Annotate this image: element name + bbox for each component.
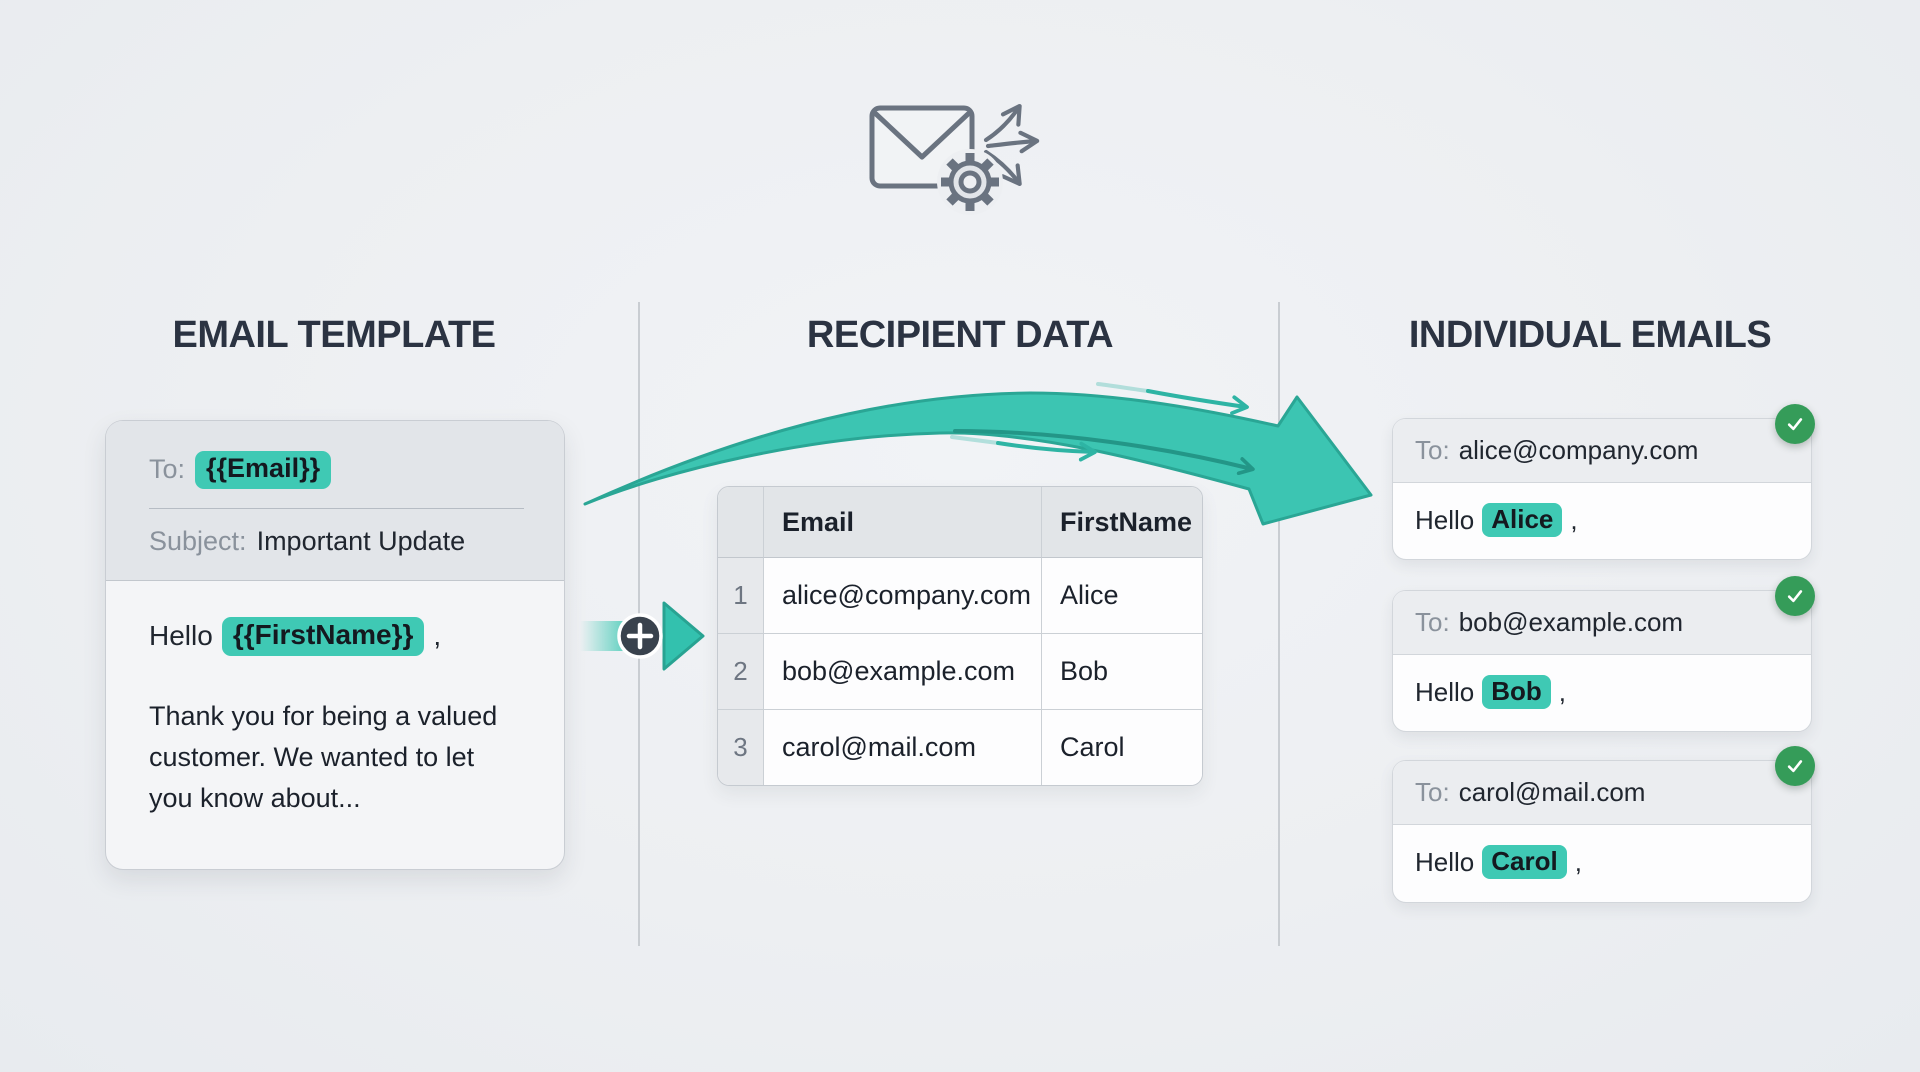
greeting-punctuation: , bbox=[1570, 504, 1578, 535]
greeting-prefix: Hello bbox=[1415, 846, 1475, 877]
cell-firstname: Carol bbox=[1042, 710, 1202, 785]
cell-firstname: Alice bbox=[1042, 558, 1202, 634]
merge-connector bbox=[580, 601, 705, 671]
template-header: To: {{Email}} Subject: Important Update bbox=[106, 421, 564, 581]
email-template-card: To: {{Email}} Subject: Important Update … bbox=[105, 420, 565, 870]
body-line: you know about... bbox=[149, 782, 361, 813]
individual-email-card: To: bob@example.com Hello Bob , bbox=[1392, 576, 1815, 732]
cell-firstname: Bob bbox=[1042, 634, 1202, 710]
individual-email-card: To: alice@company.com Hello Alice , bbox=[1392, 404, 1815, 560]
cell-email: alice@company.com bbox=[764, 558, 1042, 634]
check-circle-icon bbox=[1775, 576, 1815, 616]
to-address: bob@example.com bbox=[1458, 607, 1684, 637]
email-variable-chip: {{Email}} bbox=[195, 451, 332, 489]
to-label: To: bbox=[1415, 777, 1450, 807]
section-divider-right bbox=[1278, 302, 1280, 946]
send-email-icon bbox=[869, 103, 1040, 215]
plus-glyph bbox=[626, 622, 654, 650]
cell-email: bob@example.com bbox=[764, 634, 1042, 710]
row-number: 1 bbox=[718, 558, 764, 634]
subject-value: Important Update bbox=[256, 525, 466, 556]
row-number: 3 bbox=[718, 710, 764, 785]
broadcast-arrows-icon bbox=[983, 103, 1040, 187]
row-number: 2 bbox=[718, 634, 764, 710]
email-card-body: Hello Carol , bbox=[1393, 825, 1811, 899]
header-divider bbox=[149, 507, 524, 509]
name-chip: Carol bbox=[1482, 844, 1567, 880]
motion-arrow-icons bbox=[950, 382, 1249, 462]
email-card-body: Hello Bob , bbox=[1393, 655, 1811, 729]
to-address: alice@company.com bbox=[1458, 435, 1699, 465]
to-address: carol@mail.com bbox=[1458, 777, 1646, 807]
plus-circle-icon bbox=[617, 613, 663, 659]
to-label: To: bbox=[1415, 435, 1450, 465]
title-recipient-data: RECIPIENT DATA bbox=[806, 314, 1114, 356]
table-corner-cell bbox=[718, 487, 764, 558]
greeting-punctuation: , bbox=[1558, 676, 1567, 707]
section-divider-left bbox=[638, 302, 640, 946]
firstname-variable-chip: {{FirstName}} bbox=[221, 617, 425, 656]
recipient-table: Email FirstName 1 alice@company.com Alic… bbox=[717, 486, 1203, 786]
email-card-header: To: carol@mail.com bbox=[1393, 761, 1811, 825]
envelope-flap bbox=[873, 111, 971, 160]
greeting-prefix: Hello bbox=[1415, 676, 1475, 707]
subject-label: Subject: bbox=[149, 525, 247, 556]
template-body: Hello {{FirstName}} , Thank you for bein… bbox=[106, 617, 564, 819]
cell-email: carol@mail.com bbox=[764, 710, 1042, 785]
envelope-icon bbox=[869, 105, 975, 189]
email-card-body: Hello Alice , bbox=[1393, 483, 1811, 557]
email-card-header: To: alice@company.com bbox=[1393, 419, 1811, 483]
title-individual-emails: INDIVIDUAL EMAILS bbox=[1408, 314, 1772, 356]
check-circle-icon bbox=[1775, 746, 1815, 786]
name-chip: Alice bbox=[1482, 502, 1563, 538]
check-circle-icon bbox=[1775, 404, 1815, 444]
column-header-firstname: FirstName bbox=[1042, 487, 1202, 558]
gear-icon bbox=[937, 149, 1003, 215]
inner-flow-line bbox=[953, 429, 1255, 476]
greeting-punctuation: , bbox=[1574, 846, 1582, 877]
name-chip: Bob bbox=[1482, 674, 1551, 710]
arrow-right-icon bbox=[662, 601, 705, 671]
title-email-template: EMAIL TEMPLATE bbox=[172, 314, 496, 356]
body-line: customer. We wanted to let bbox=[149, 741, 475, 772]
email-card-header: To: bob@example.com bbox=[1393, 591, 1811, 655]
merge-fade-trail bbox=[580, 621, 628, 651]
greeting-prefix: Hello bbox=[149, 620, 213, 652]
body-line: Thank you for being a valued bbox=[149, 700, 498, 731]
column-header-email: Email bbox=[764, 487, 1042, 558]
greeting-prefix: Hello bbox=[1415, 504, 1475, 535]
to-label: To: bbox=[1415, 607, 1450, 637]
to-label: To: bbox=[149, 454, 186, 485]
greeting-punctuation: , bbox=[433, 620, 442, 652]
body-text: Thank you for being a valued customer. W… bbox=[149, 696, 524, 819]
individual-email-card: To: carol@mail.com Hello Carol , bbox=[1392, 746, 1815, 903]
